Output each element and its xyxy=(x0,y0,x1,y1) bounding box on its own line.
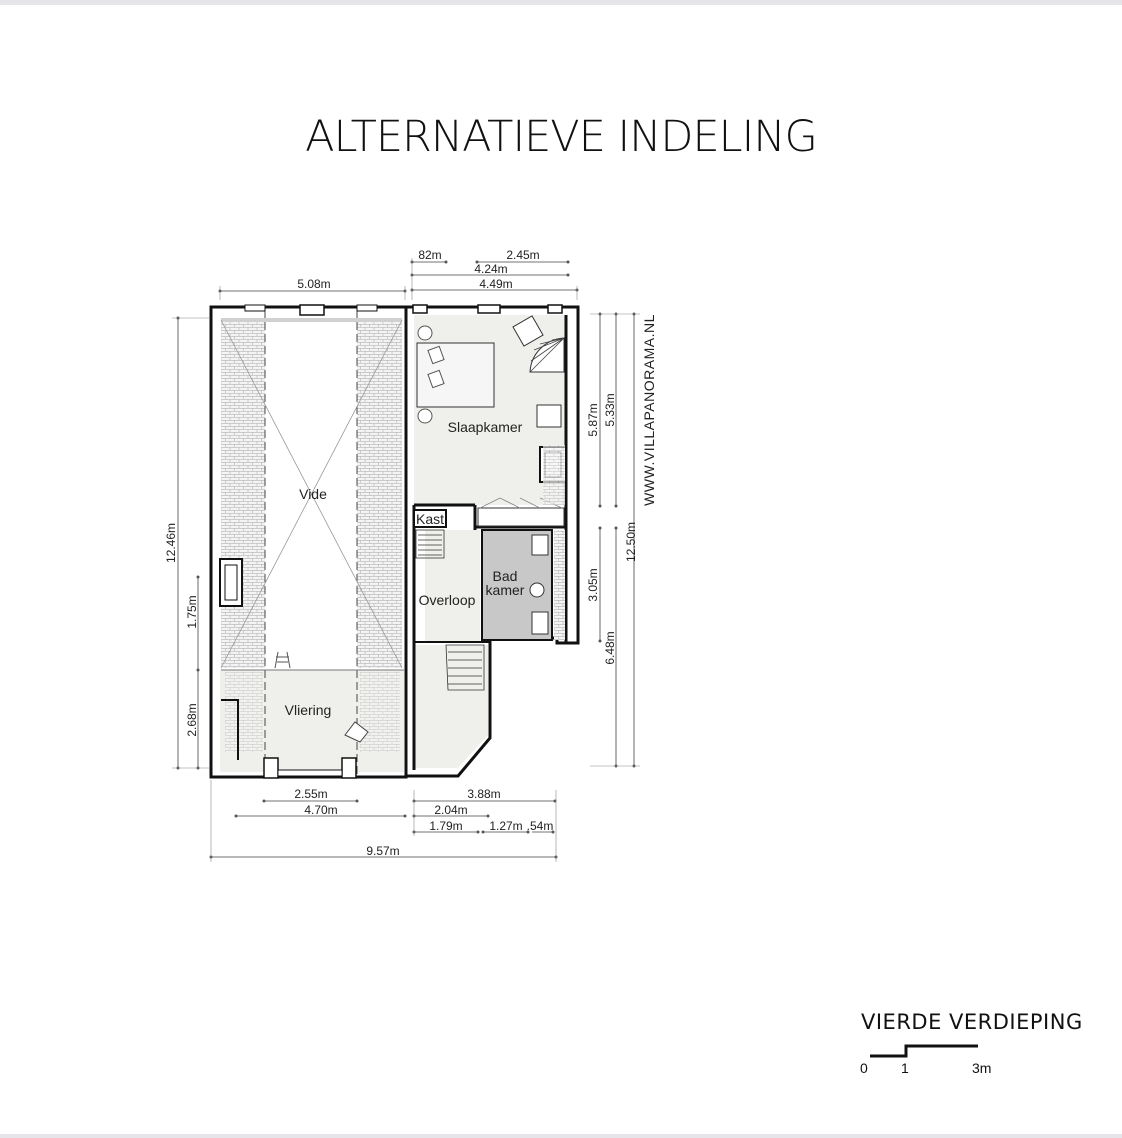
dim-204: 2.04m xyxy=(434,803,467,817)
dim-255: 2.55m xyxy=(294,787,327,801)
right-wing xyxy=(404,304,580,778)
vide-cross-2 xyxy=(220,319,403,669)
dim-268: 2.68m xyxy=(185,703,199,736)
scale-label-1: 1 xyxy=(901,1060,909,1076)
top-border xyxy=(0,0,1122,5)
chair xyxy=(344,721,369,743)
dim-1250: 12.50m xyxy=(624,522,638,562)
dim-470: 4.70m xyxy=(304,803,337,817)
dim-648: 6.48m xyxy=(603,631,617,664)
dormer xyxy=(219,558,243,607)
watermark: WWW.VILLAPANORAMA.NL xyxy=(641,314,657,506)
window xyxy=(299,304,325,316)
ladder xyxy=(274,651,291,669)
dim-82: 82m xyxy=(418,248,441,262)
dimension-lines xyxy=(177,261,635,858)
toilet xyxy=(529,582,545,598)
dim-179: 1.79m xyxy=(429,819,462,833)
scale-label-3: 3m xyxy=(972,1060,992,1076)
room-label-bad: Bad xyxy=(493,568,518,584)
sink xyxy=(531,534,549,556)
scale-label-0: 0 xyxy=(860,1060,868,1076)
staircase-top xyxy=(415,529,445,559)
floor-label: VIERDE VERDIEPING xyxy=(861,1010,1083,1034)
dim-1246: 12.46m xyxy=(164,523,178,563)
scale-bar xyxy=(870,1044,978,1058)
roof-tiles-left xyxy=(221,318,265,668)
dim-533: 5.33m xyxy=(603,393,617,426)
kast xyxy=(413,509,447,528)
dim-449: 4.49m xyxy=(479,277,512,291)
page-title: ALTERNATIEVE INDELING xyxy=(305,112,818,162)
overloop-floor xyxy=(425,530,480,642)
room-label-overloop: Overloop xyxy=(419,592,476,608)
dim-305: 3.05m xyxy=(586,568,600,601)
extension-lines xyxy=(172,258,640,862)
roof-tiles-right xyxy=(357,318,402,668)
armchair xyxy=(512,315,544,347)
dim-127: 1.27m xyxy=(489,819,522,833)
dim-54: .54m xyxy=(527,819,554,833)
dim-424: 4.24m xyxy=(474,262,507,276)
room-label-kamer: kamer xyxy=(486,582,525,598)
room-label-vide: Vide xyxy=(299,486,327,502)
staircase-bottom xyxy=(445,644,485,691)
dim-587: 5.87m xyxy=(586,403,600,436)
wardrobe xyxy=(477,507,565,527)
dim-508: 5.08m xyxy=(297,277,330,291)
dim-388: 3.88m xyxy=(467,787,500,801)
bottom-border xyxy=(0,1134,1122,1138)
room-label-kast: Kast xyxy=(416,511,444,527)
room-label-slaapkamer: Slaapkamer xyxy=(448,419,523,435)
left-wing xyxy=(209,304,408,779)
shower xyxy=(531,611,549,635)
dim-175: 1.75m xyxy=(185,595,199,628)
dim-245: 2.45m xyxy=(506,248,539,262)
chair xyxy=(536,404,562,428)
room-label-vliering: Vliering xyxy=(285,702,332,718)
dim-957: 9.57m xyxy=(366,844,399,858)
